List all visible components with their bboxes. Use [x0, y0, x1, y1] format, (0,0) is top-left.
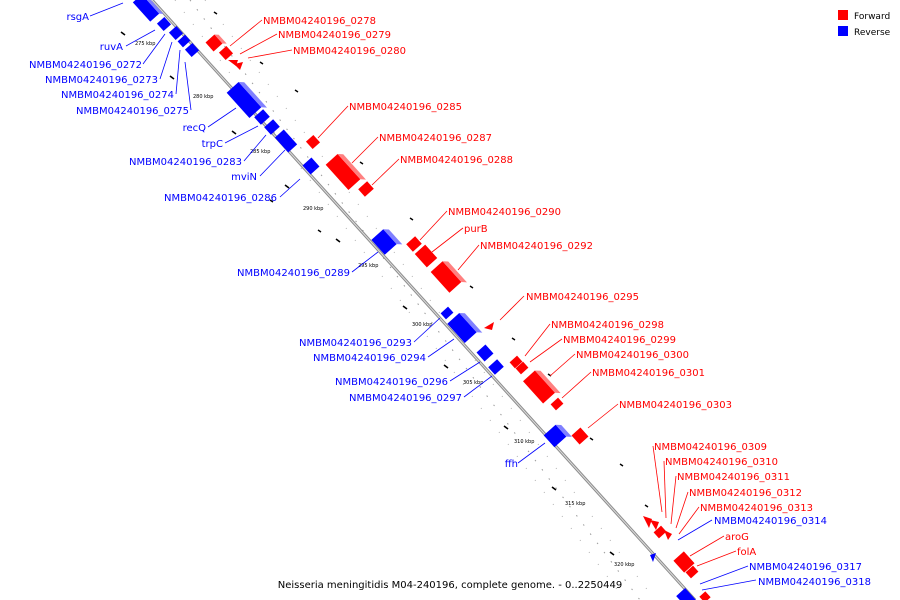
gene-label-folA: folA: [737, 547, 756, 558]
legend-swatch-reverse: [838, 26, 848, 36]
gene-label: NMBM04240196_0293: [299, 338, 412, 349]
gene-label: NMBM04240196_0298: [551, 320, 664, 331]
legend: Forward Reverse: [838, 10, 891, 38]
gene-label: NMBM04240196_0275: [76, 106, 189, 117]
gene-label: NMBM04240196_0273: [45, 75, 158, 86]
gene-label: NMBM04240196_0288: [400, 155, 513, 166]
gene-label: NMBM04240196_0313: [700, 503, 813, 514]
gene-label: NMBM04240196_0310: [665, 457, 778, 468]
guide-rails: [174, 0, 656, 600]
tick-label: 285 kbp: [250, 149, 270, 155]
gene-label: NMBM04240196_0285: [349, 102, 462, 113]
reverse-labels: rsgA ruvA NMBM04240196_0272 NMBM04240196…: [29, 12, 871, 588]
gene-label: NMBM04240196_0303: [619, 400, 732, 411]
gene-label-recQ: recQ: [183, 123, 207, 134]
gene-label-ruvA: ruvA: [100, 42, 123, 53]
gene-label: NMBM04240196_0312: [689, 488, 802, 499]
gene-label-ffh: ffh: [505, 459, 518, 470]
gene-label: NMBM04240196_0295: [526, 292, 639, 303]
gene-label: NMBM04240196_0297: [349, 393, 462, 404]
gene-label: NMBM04240196_0294: [313, 353, 426, 364]
reverse-leaders: [89, 2, 757, 591]
tick-label: 290 kbp: [303, 206, 323, 212]
gene-label: NMBM04240196_0296: [335, 377, 448, 388]
scale-ticks: [120, 31, 615, 556]
gene-label: NMBM04240196_0272: [29, 60, 142, 71]
gene-label-purB: purB: [464, 224, 488, 235]
tick-label: 280 kbp: [193, 94, 213, 100]
gene-label: NMBM04240196_0309: [654, 442, 767, 453]
gene-label: NMBM04240196_0300: [576, 350, 689, 361]
gene-label: NMBM04240196_0278: [263, 16, 376, 27]
gene-label: NMBM04240196_0292: [480, 241, 593, 252]
gene-label: NMBM04240196_0280: [293, 46, 406, 57]
tick-label: 305 kbp: [463, 380, 483, 386]
legend-label-reverse: Reverse: [854, 28, 891, 38]
forward-labels: NMBM04240196_0278 NMBM04240196_0279 NMBM…: [263, 16, 813, 558]
gene-label: NMBM04240196_0287: [379, 133, 492, 144]
gene-label: NMBM04240196_0299: [563, 335, 676, 346]
tick-label: 315 kbp: [565, 501, 585, 507]
gene-label: NMBM04240196_0283: [129, 157, 242, 168]
map-title: Neisseria meningitidis M04-240196, compl…: [278, 580, 623, 591]
gene-label: NMBM04240196_0318: [758, 577, 871, 588]
gene-label: NMBM04240196_0317: [749, 562, 862, 573]
forward-leaders: [229, 19, 737, 567]
gene-label-trpC: trpC: [202, 139, 223, 150]
gene-label: NMBM04240196_0289: [237, 268, 350, 279]
tick-label: 295 kbp: [358, 263, 378, 269]
tick-label: 300 kbp: [412, 322, 432, 328]
forward-features: [205, 34, 711, 600]
tick-label: 310 kbp: [514, 439, 534, 445]
legend-label-forward: Forward: [854, 12, 890, 22]
gene-label: NMBM04240196_0314: [714, 516, 827, 527]
scale-tick-labels: 275 kbp 280 kbp 285 kbp 290 kbp 295 kbp …: [135, 41, 634, 568]
gene-label: NMBM04240196_0274: [61, 90, 174, 101]
gene-label: NMBM04240196_0290: [448, 207, 561, 218]
scale-dashes: [213, 11, 649, 508]
tick-label: 275 kbp: [135, 41, 155, 47]
gene-label: NMBM04240196_0311: [677, 472, 790, 483]
reverse-features: [132, 0, 696, 600]
gene-label-rsgA: rsgA: [66, 12, 89, 23]
legend-swatch-forward: [838, 10, 848, 20]
gene-label: NMBM04240196_0279: [278, 30, 391, 41]
gene-label-mviN: mviN: [231, 172, 257, 183]
gene-label-aroG: aroG: [725, 532, 749, 543]
gene-label: NMBM04240196_0286: [164, 193, 277, 204]
tick-label: 320 kbp: [614, 562, 634, 568]
gene-label: NMBM04240196_0301: [592, 368, 705, 379]
